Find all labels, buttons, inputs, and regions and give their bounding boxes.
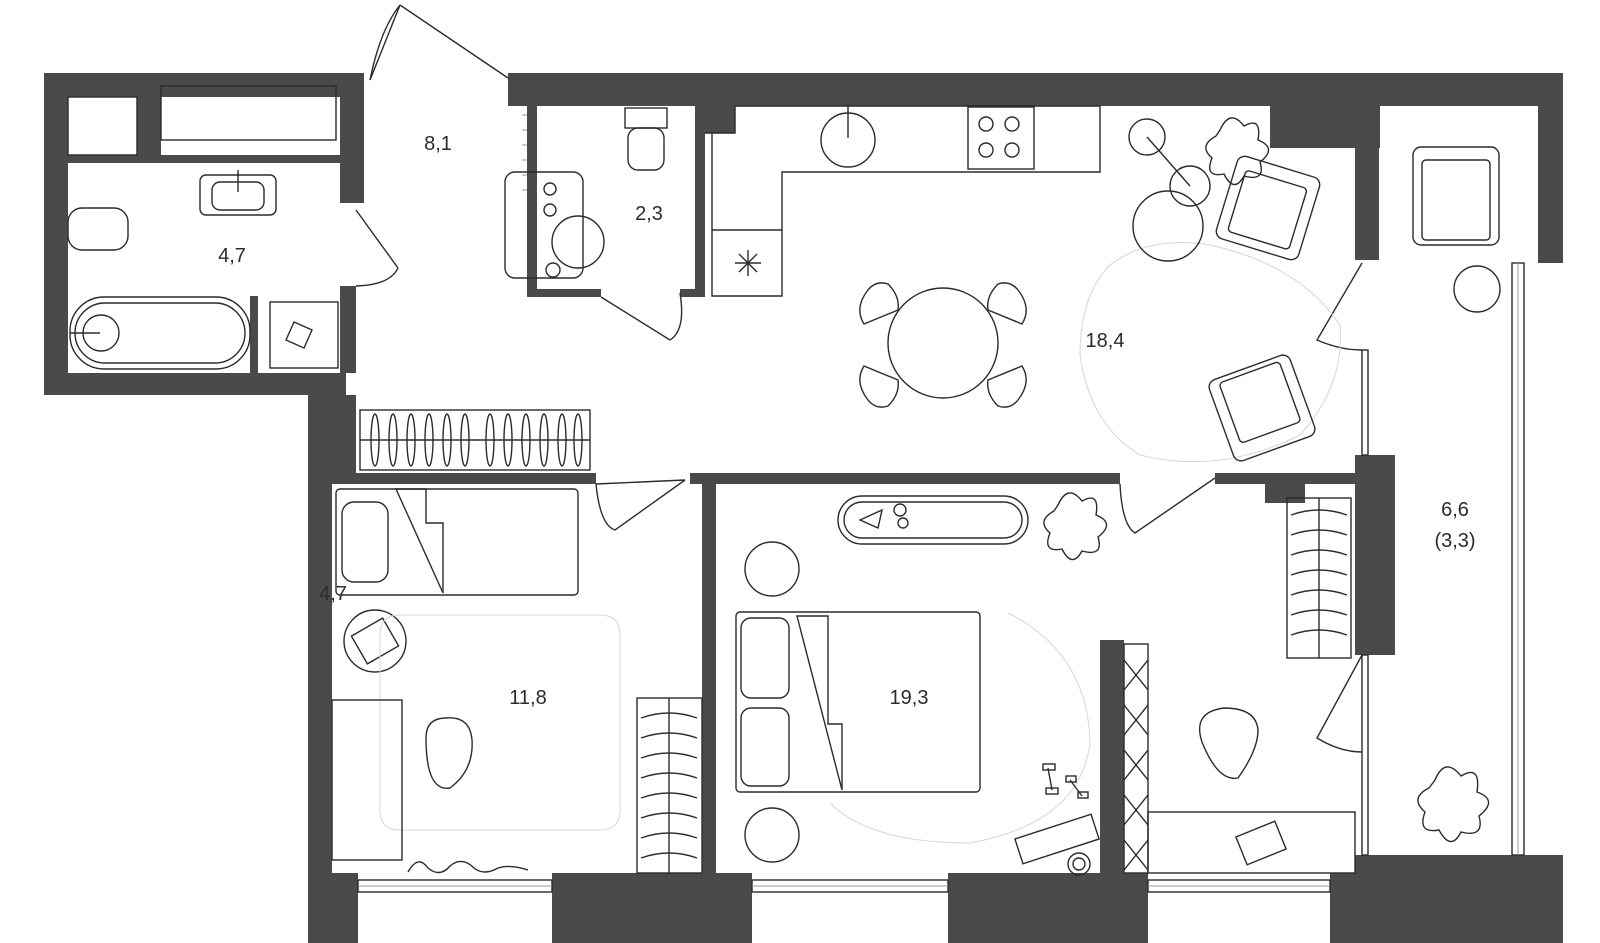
room-area-bedroom-master: 19,3 xyxy=(889,687,929,709)
room-area-corridor: 4,7 xyxy=(319,583,347,605)
walls xyxy=(44,73,1563,943)
room-area-balcony-reduced: (3,3) xyxy=(1434,530,1476,552)
room-area-bathroom: 4,7 xyxy=(218,245,246,267)
master-bedroom-furniture xyxy=(735,492,1356,876)
corridor-wardrobe xyxy=(359,409,591,471)
room-area-wc: 2,3 xyxy=(635,203,663,225)
wc-fixtures xyxy=(504,107,668,279)
room-area-bedroom-small: 11,8 xyxy=(509,687,547,709)
small-bedroom-furniture xyxy=(331,488,703,874)
balcony-furniture xyxy=(1412,146,1501,843)
bathroom-fixtures xyxy=(67,85,339,370)
room-area-hall: 8,1 xyxy=(424,133,452,155)
doors xyxy=(355,4,1363,753)
living-furniture xyxy=(1079,117,1341,463)
windows xyxy=(357,262,1525,893)
kitchen xyxy=(705,105,1101,297)
room-area-kitchen-living: 18,4 xyxy=(1085,330,1125,352)
room-area-balcony: 6,6 xyxy=(1441,499,1469,521)
dining-set xyxy=(859,282,1027,408)
